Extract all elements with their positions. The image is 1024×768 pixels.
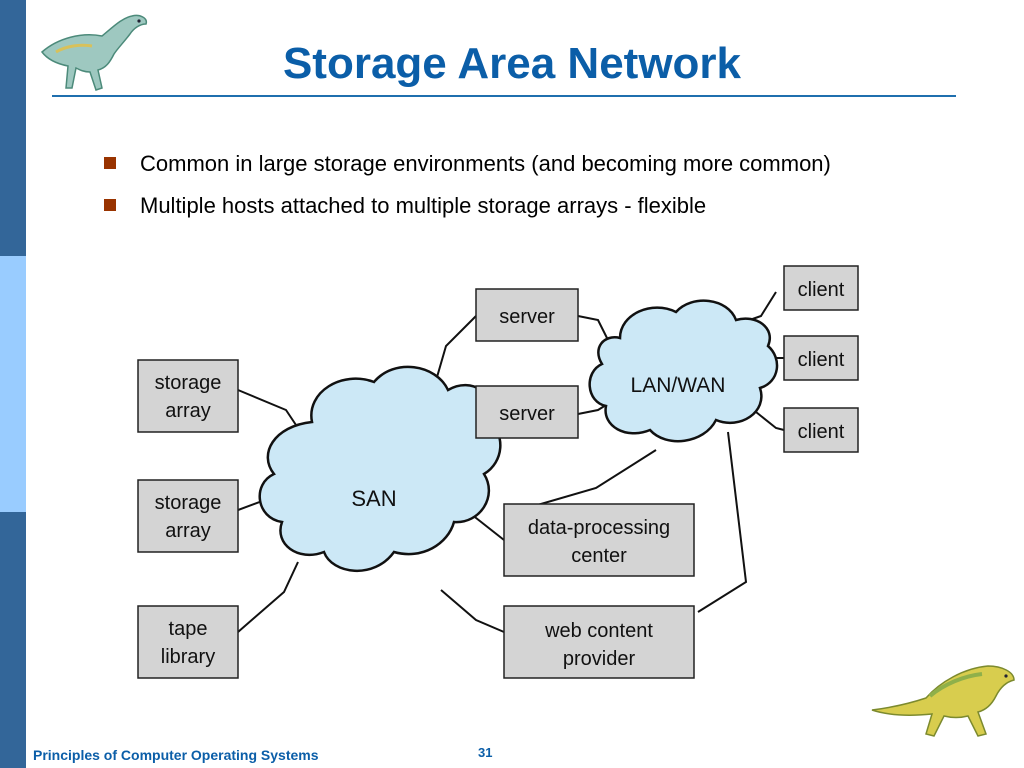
box-label: server: [499, 306, 555, 328]
client-box: client: [783, 335, 859, 381]
box-label: client: [798, 279, 845, 301]
san-label: SAN: [351, 486, 396, 511]
server-box: server: [475, 385, 579, 439]
bullet-text: Common in large storage environments (an…: [140, 151, 831, 176]
link-tape-san: [237, 561, 299, 633]
box-label: server: [499, 403, 555, 425]
link-lanwan-client3: [755, 411, 785, 431]
box-label-line2: center: [571, 545, 627, 567]
storage-array-box: storage array: [137, 479, 239, 553]
client-box: client: [783, 265, 859, 311]
box-label-line2: library: [161, 646, 215, 668]
lanwan-label: LAN/WAN: [631, 374, 726, 397]
sidebar-stripe-bottom: [0, 512, 26, 768]
web-content-provider-box: web content provider: [503, 605, 695, 679]
box-label-line1: tape: [169, 618, 208, 640]
link-san-webcontent: [440, 589, 505, 633]
dinosaur-icon: [871, 665, 1015, 737]
bullet-text: Multiple hosts attached to multiple stor…: [140, 193, 707, 218]
san-cloud: [258, 365, 502, 573]
lanwan-cloud: [588, 299, 779, 443]
square-bullet-icon: [104, 157, 116, 169]
sidebar-stripe-middle: [0, 256, 26, 512]
square-bullet-icon: [104, 199, 116, 211]
slide-title: Storage Area Network: [282, 39, 742, 88]
box-label-line1: storage: [155, 372, 222, 394]
sidebar-stripe-top: [0, 0, 26, 256]
server-box: server: [475, 288, 579, 342]
link-san-dataproc: [470, 513, 505, 541]
dinosaur-icon: [40, 14, 148, 91]
box-label-line2: array: [165, 400, 211, 422]
link-server1-lanwan: [577, 315, 611, 345]
box-label-line1: data-processing: [528, 517, 670, 539]
link-lanwan-dataproc: [533, 449, 657, 507]
title-underline: [52, 95, 956, 97]
footer-course-title: Principles of Computer Operating Systems: [33, 747, 319, 763]
box-label-line2: provider: [563, 648, 636, 670]
storage-array-box: storage array: [137, 359, 239, 433]
box-label-line1: web content: [544, 620, 653, 642]
page-number: 31: [478, 745, 493, 760]
client-box: client: [783, 407, 859, 453]
box-label: client: [798, 349, 845, 371]
tape-library-box: tape library: [137, 605, 239, 679]
bullet-item: Common in large storage environments (an…: [104, 143, 831, 185]
data-processing-center-box: data-processing center: [503, 503, 695, 577]
san-diagram: SAN LAN/WAN storage array storage array …: [136, 262, 860, 680]
bullet-list: Common in large storage environments (an…: [104, 143, 831, 227]
bullet-item: Multiple hosts attached to multiple stor…: [104, 185, 831, 227]
link-lanwan-webcontent: [697, 431, 748, 613]
box-label-line1: storage: [155, 492, 222, 514]
box-label-line2: array: [165, 520, 211, 542]
box-label: client: [798, 421, 845, 443]
